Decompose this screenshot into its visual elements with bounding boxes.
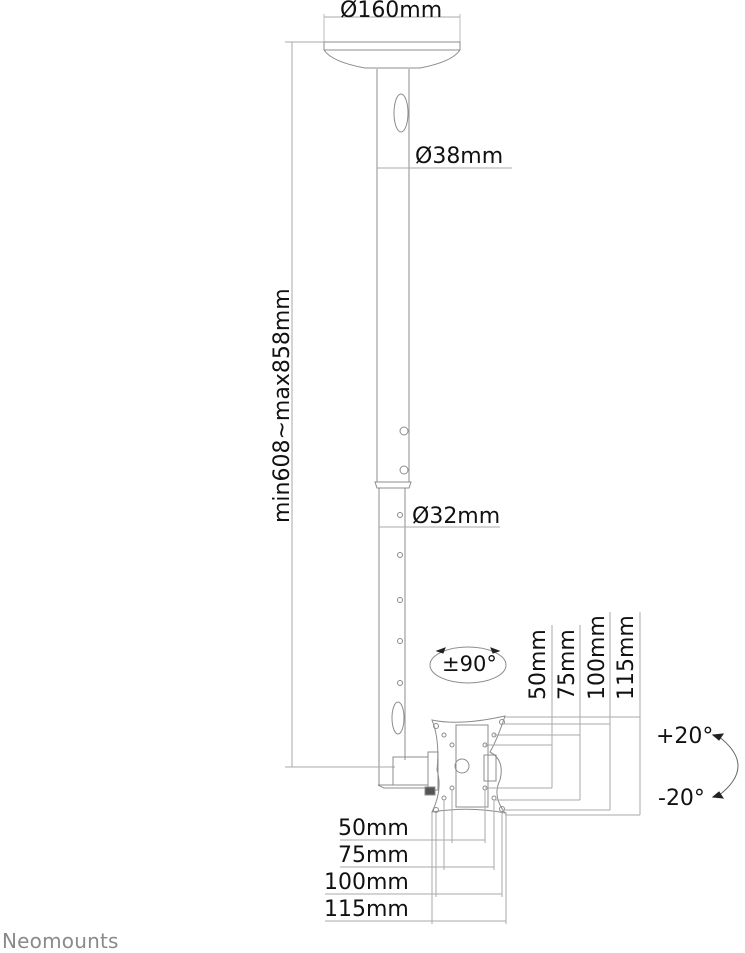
upper-tube (374, 69, 512, 489)
vesa-vertical-label-100: 100mm (585, 615, 610, 700)
vesa-horizontal-label-115: 115mm (324, 897, 409, 922)
vesa-horizontal-label-100: 100mm (324, 870, 409, 895)
vesa-horizontal-label-50: 50mm (338, 816, 409, 841)
vesa-horizontal-dim-lines (325, 790, 507, 924)
length-dimension-line (285, 41, 395, 768)
lower-tube-diameter-label: Ø32mm (412, 504, 501, 529)
tilt-up-label: +20° (656, 724, 714, 749)
tilt-down-label: -20° (658, 786, 705, 811)
neomounts-logo: Neomounts (2, 929, 119, 953)
lower-tube (378, 488, 500, 785)
vesa-vertical-dim-lines (485, 612, 641, 816)
vesa-vertical-label-50: 50mm (526, 629, 551, 700)
vesa-horizontal-label-75: 75mm (338, 843, 409, 868)
vesa-vertical-label-115: 115mm (614, 615, 639, 700)
vesa-vertical-label-75: 75mm (555, 629, 580, 700)
upper-tube-diameter-label: Ø38mm (415, 144, 504, 169)
tilt-arc (711, 733, 739, 799)
ceiling-plate (323, 14, 461, 69)
rotation-label: ±90° (442, 652, 497, 676)
length-range-label: min608~max858mm (270, 288, 295, 523)
tilt-bracket (377, 715, 507, 814)
plate-diameter-label: Ø160mm (340, 0, 443, 23)
rotation-indicator (429, 646, 507, 684)
